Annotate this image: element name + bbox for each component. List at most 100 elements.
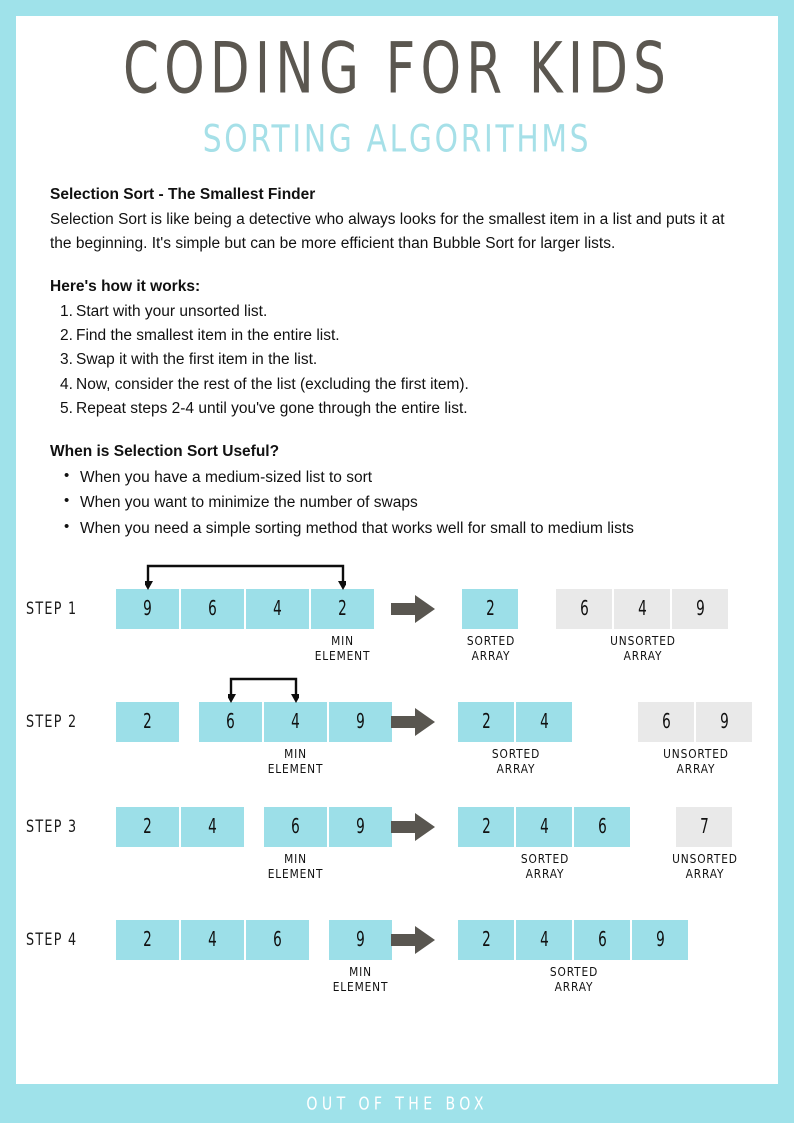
array-cell-value: 2 [338,596,347,621]
array-cell-value: 9 [655,927,665,952]
array-cell: 2 [311,588,374,629]
array-cell-value: 9 [719,709,729,734]
array-caption: MIN ELEMENT [332,963,389,995]
list-item: 5.Repeat steps 2-4 until you've gone thr… [50,397,744,421]
list-item-label: Start with your unsorted list. [76,303,268,321]
array-cell-value: 2 [481,709,491,734]
array-cell-value: 4 [637,596,647,621]
array-cell: 9 [329,919,392,960]
array-cell-value: 6 [208,596,217,621]
array-cell-value: 4 [208,927,217,952]
list-item-label: Find the smallest item in the entire lis… [76,327,340,345]
array-cell-value: 6 [226,709,235,734]
flow-arrow-icon [391,925,435,954]
array-cell: 2 [116,701,179,742]
array-cell-value: 2 [143,927,152,952]
array-cell: 9 [696,701,752,742]
array-cell: 4 [516,806,572,847]
array-cell: 6 [574,806,630,847]
spacer [50,421,744,441]
intro-heading: Selection Sort - The Smallest Finder [50,186,316,203]
array-cell: 2 [116,919,179,960]
array-cell-value: 4 [539,814,549,839]
array-cell-value: 6 [661,709,671,734]
swap-arrow-icon [144,564,346,590]
array-cell-value: 9 [356,927,365,952]
array-cell: 6 [199,701,262,742]
array-cell-value: 2 [481,927,491,952]
array-cell-value: 4 [539,709,549,734]
array-cell: 9 [116,588,179,629]
array-cell-value: 7 [699,814,709,839]
list-item: When you have a medium-sized list to sor… [50,464,744,490]
array-cell: 9 [632,919,688,960]
array-cell-value: 2 [143,709,152,734]
array-caption: MIN ELEMENT [314,632,371,664]
footer: OUT OF THE BOX [0,1084,794,1123]
list-item-number: 5. [60,399,73,417]
step-label: STEP 2 [26,710,78,732]
page-subtitle: SORTING ALGORITHMS [202,116,592,161]
array-cell-value: 9 [356,709,365,734]
array-cell: 4 [181,806,244,847]
intro-paragraph: Selection Sort is like being a detective… [50,211,725,253]
array-caption: UNSORTED ARRAY [610,632,676,664]
array-cell: 6 [638,701,694,742]
array-cell: 6 [556,588,612,629]
array-cell: 4 [516,701,572,742]
spacer [50,256,744,276]
array-cell: 4 [516,919,572,960]
footer-label: OUT OF THE BOX [306,1093,488,1114]
array-cell-value: 2 [143,814,152,839]
array-cell: 9 [672,588,728,629]
list-item-number: 2. [60,327,73,345]
array-cell-value: 4 [208,814,217,839]
useful-heading: When is Selection Sort Useful? [50,442,280,460]
list-item-label: Swap it with the first item in the list. [76,351,318,369]
list-item-label: Repeat steps 2-4 until you've gone throu… [76,399,468,417]
array-cell: 2 [458,919,514,960]
array-caption: UNSORTED ARRAY [663,745,729,777]
array-cell: 4 [614,588,670,629]
array-cell-value: 6 [579,596,589,621]
step-label: STEP 1 [26,597,78,619]
flow-arrow-icon [391,594,435,623]
array-cell: 2 [116,806,179,847]
list-item: 3.Swap it with the first item in the lis… [50,348,744,372]
array-caption: SORTED ARRAY [520,850,570,882]
flow-arrow-icon [391,812,435,841]
array-cell: 6 [246,919,309,960]
array-cell-value: 6 [291,814,300,839]
array-cell-value: 4 [273,596,282,621]
array-cell-value: 2 [485,596,495,621]
array-cell: 2 [458,701,514,742]
array-cell-value: 6 [597,814,607,839]
array-cell: 4 [264,701,327,742]
array-cell-value: 9 [695,596,705,621]
array-cell-value: 9 [356,814,365,839]
step-label: STEP 3 [26,815,78,837]
array-caption: SORTED ARRAY [549,963,599,995]
array-cell-value: 2 [481,814,491,839]
list-item: 4.Now, consider the rest of the list (ex… [50,373,744,397]
array-caption: SORTED ARRAY [491,745,541,777]
article-content: Selection Sort - The Smallest Finder Sel… [16,158,778,541]
list-item: 2.Find the smallest item in the entire l… [50,324,744,348]
list-item: When you want to minimize the number of … [50,489,744,515]
array-cell: 6 [181,588,244,629]
array-cell: 2 [458,806,514,847]
array-cell: 9 [329,701,392,742]
list-item-label: Now, consider the rest of the list (excl… [76,375,469,393]
useful-list: When you have a medium-sized list to sor… [50,464,744,540]
array-cell-value: 9 [143,596,152,621]
array-caption: MIN ELEMENT [267,745,324,777]
array-cell: 4 [246,588,309,629]
array-cell: 9 [329,806,392,847]
array-cell-value: 6 [273,927,282,952]
array-cell-value: 4 [291,709,300,734]
